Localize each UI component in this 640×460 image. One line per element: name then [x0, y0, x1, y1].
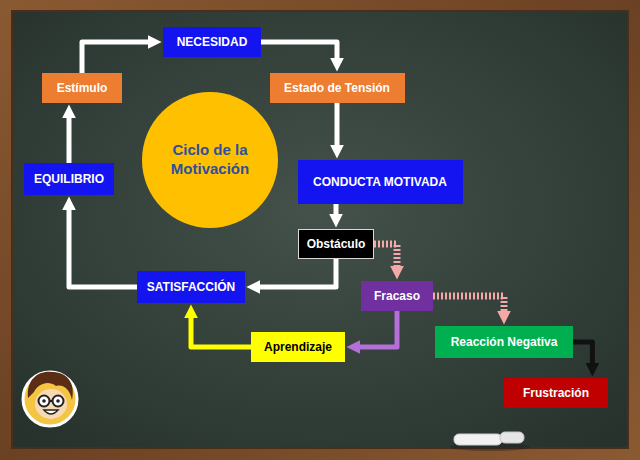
- negative-reaction-box: Reacción Negativa: [435, 326, 573, 358]
- node-label: Fracaso: [374, 289, 420, 303]
- node-label: CONDUCTA MOTIVADA: [313, 175, 447, 189]
- avatar-glasses: [50, 400, 53, 402]
- flow-arrow: [334, 204, 339, 219]
- frustration-box: Frustración: [504, 378, 608, 408]
- failure-box: Fracaso: [361, 281, 433, 311]
- avatar-eye: [42, 399, 46, 403]
- flow-arrow: [335, 103, 340, 150]
- avatar-smile: [44, 410, 58, 414]
- behavior-box: CONDUCTA MOTIVADA: [298, 160, 463, 204]
- flow-arrow: [69, 205, 137, 287]
- avatar-icon: [23, 372, 77, 426]
- node-label: Estado de Tensión: [284, 81, 390, 95]
- node-label: Aprendizaje: [264, 340, 332, 354]
- balance-box: EQUILIBRIO: [24, 163, 114, 195]
- flow-arrow: [374, 244, 397, 271]
- tension-box: Estado de Tensión: [270, 73, 405, 103]
- chalk-stick: [454, 434, 502, 445]
- node-label: Ciclo de la Motivación: [158, 141, 262, 179]
- cycle-circle: Ciclo de la Motivación: [141, 91, 279, 229]
- circle-fill: [142, 92, 278, 228]
- learning-box: Aprendizaje: [251, 332, 345, 362]
- chalk-pieces: [450, 432, 530, 451]
- node-label: Frustración: [523, 386, 589, 400]
- node-label: Estímulo: [57, 81, 108, 95]
- node-label: Obstáculo: [307, 237, 366, 251]
- avatar-disc: [23, 372, 77, 426]
- flow-arrow: [255, 259, 336, 287]
- need-box: NECESIDAD: [163, 27, 261, 57]
- flow-arrow: [67, 113, 72, 163]
- node-label: NECESIDAD: [177, 35, 248, 49]
- flow-arrow: [433, 296, 504, 316]
- obstacle-box: Obstáculo: [298, 229, 374, 259]
- chalk-stick: [500, 432, 524, 443]
- node-label: Reacción Negativa: [451, 335, 558, 349]
- satisfaction-box: SATISFACCIÓN: [137, 271, 245, 303]
- flow-arrow: [82, 42, 153, 73]
- avatar-face: [35, 389, 67, 419]
- node-label: EQUILIBRIO: [34, 172, 104, 186]
- node-label: SATISFACCIÓN: [147, 280, 235, 294]
- avatar-eye: [56, 399, 60, 403]
- board-surface: [12, 11, 628, 448]
- avatar-glasses: [39, 396, 50, 407]
- flow-arrow: [191, 313, 251, 347]
- avatar-glasses: [53, 396, 64, 407]
- flow-arrow: [261, 42, 337, 63]
- flow-arrow: [573, 342, 592, 368]
- stimulus-box: Estímulo: [42, 73, 122, 103]
- flow-arrow: [355, 311, 397, 347]
